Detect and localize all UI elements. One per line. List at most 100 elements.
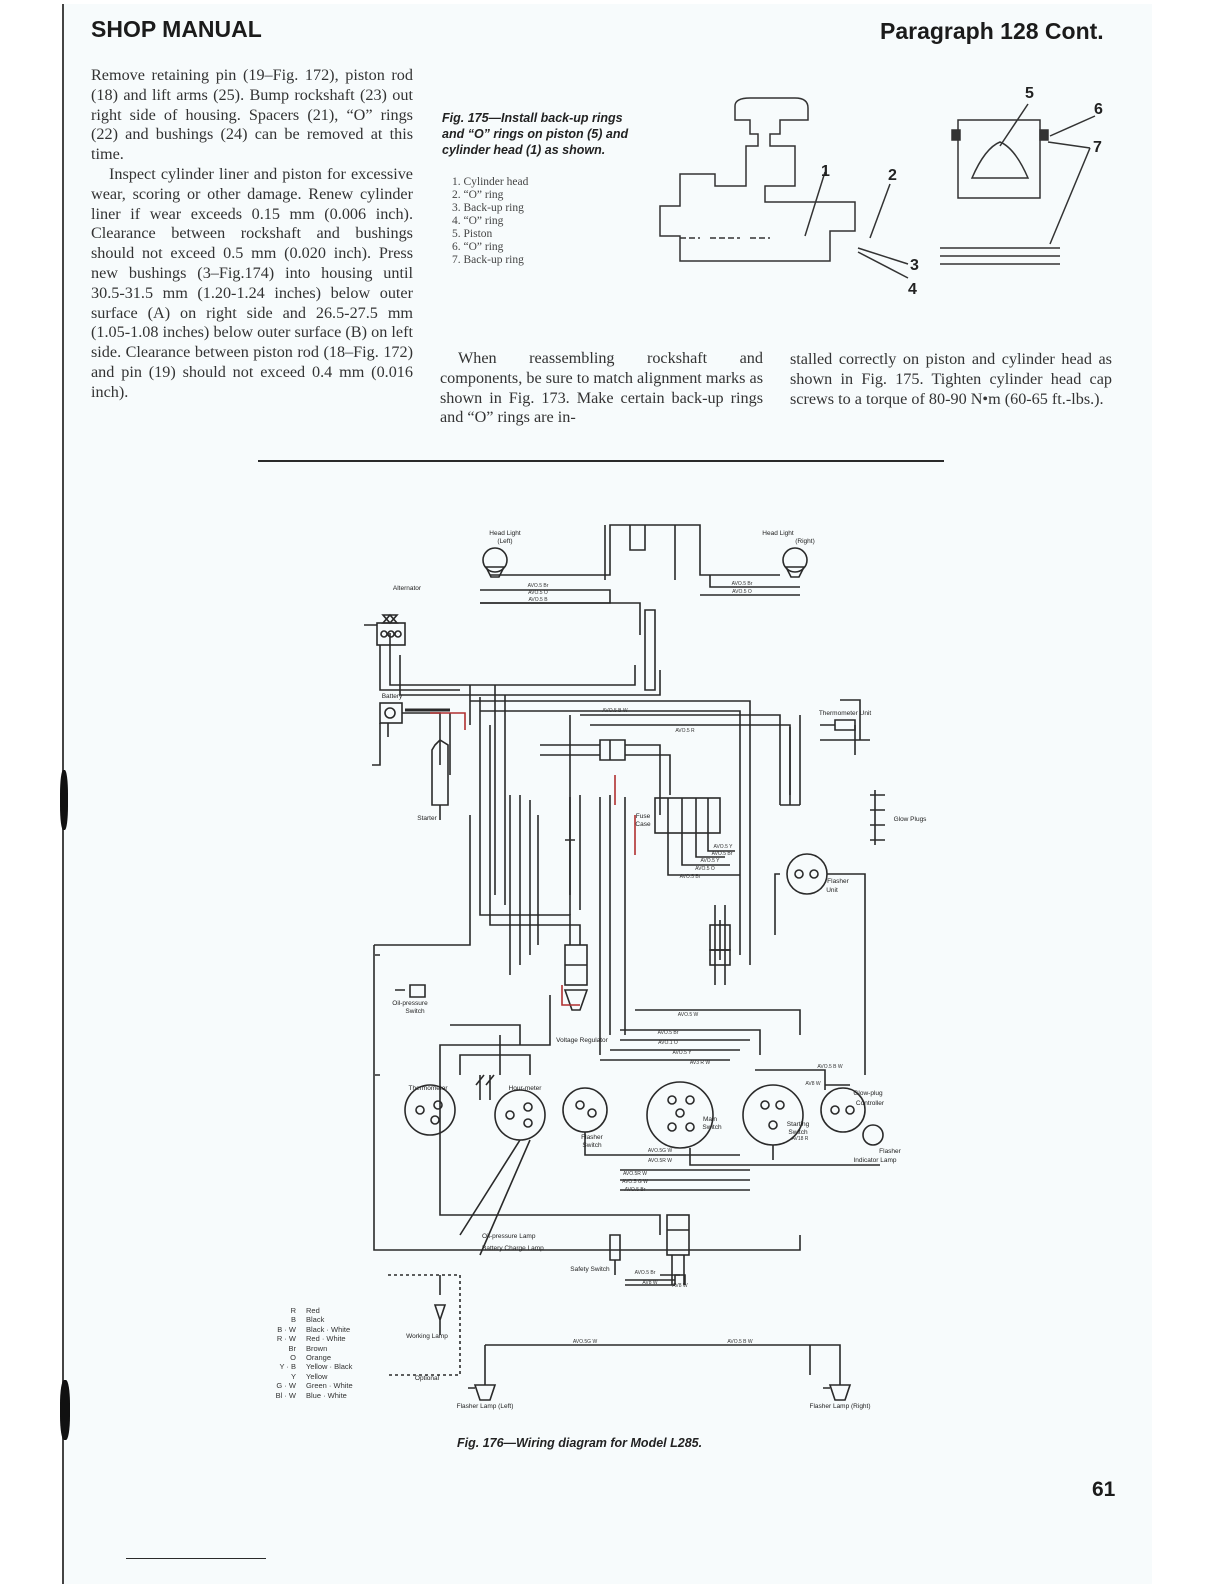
wire-label: AVO.5 R (675, 728, 695, 734)
column-3-text: stalled correctly on piston and cylinder… (790, 350, 1112, 408)
header-right: Paragraph 128 Cont. (880, 18, 1104, 44)
fig176-caption: Fig. 176—Wiring diagram for Model L285. (457, 1436, 703, 1450)
wire-label: AV18 R (792, 1136, 809, 1142)
label-flasher-unit-1: Flasher (827, 878, 850, 885)
callout-2: 2 (888, 167, 897, 184)
fig175-drawing: 1 2 3 4 5 6 7 (659, 85, 1103, 298)
wire-label: AV8 W (672, 1283, 687, 1289)
label-main-switch-2: Switch (702, 1124, 722, 1131)
fig175-caption: Fig. 175—Install back-up rings and “O” r… (442, 111, 629, 157)
label-glow-controller-2: Controller (856, 1100, 885, 1107)
callout-6: 6 (1094, 101, 1103, 118)
legend-item: 2. “O” ring (452, 189, 504, 201)
wire-label: AVO.5 B W (817, 1064, 842, 1070)
label-starter: Starter (417, 815, 437, 822)
label-glow-controller-1: Glow-plug (853, 1090, 883, 1097)
label-optional: Optional (415, 1375, 440, 1382)
paragraph-removal: Remove retaining pin (19–Fig. 172), pist… (91, 66, 413, 164)
label-voltage-regulator: Voltage Regulator (556, 1037, 609, 1044)
label-fuse-case-1: Fuse (636, 813, 651, 820)
wire-label: AVO.5 Br (635, 1270, 656, 1276)
wire-label: AVO.1 O (658, 1040, 678, 1046)
callout-4: 4 (908, 281, 917, 298)
label-flasher-lamp-left: Flasher Lamp (Left) (457, 1403, 514, 1410)
legend-item: 7. Back-up ring (452, 254, 524, 266)
label-flasher-switch-2: Switch (582, 1142, 602, 1149)
wire-label: AVO.5 B W (727, 1339, 752, 1345)
wire-label: AVO.5 O (528, 590, 548, 596)
wire-label: AVO.5 G W (622, 1179, 648, 1185)
paragraph-inspection: Inspect cylinder liner and piston for ex… (91, 164, 413, 401)
wire-label: AVO.5 Y (673, 1050, 693, 1056)
label-headlight-right-2: (Right) (795, 538, 815, 545)
scan-mark (60, 1380, 70, 1440)
wire-label: AVO.5 W (678, 1012, 699, 1018)
callout-3: 3 (910, 257, 919, 274)
label-flasher-indicator-2: Indicator Lamp (854, 1157, 897, 1164)
label-oil-switch-2: Switch (405, 1008, 425, 1015)
column-1-text: Remove retaining pin (19–Fig. 172), pist… (91, 66, 413, 403)
wire-label: AVO.5 B W (602, 708, 627, 714)
wire-label: AVO.5G W (648, 1148, 673, 1154)
label-starting-switch-2: Switch (788, 1129, 808, 1136)
label-alternator: Alternator (393, 585, 422, 592)
label-battery: Battery (382, 693, 403, 700)
callout-7: 7 (1093, 139, 1102, 156)
label-charge-lamp: Battery Charge Lamp (482, 1245, 544, 1252)
label-oil-switch-1: Oil-pressure (392, 1000, 428, 1007)
page-number: 61 (1092, 1478, 1116, 1501)
column-2-text: When reassembling rockshaft and componen… (440, 349, 763, 427)
callout-5: 5 (1025, 85, 1034, 102)
label-headlight-left-1: Head Light (489, 530, 521, 537)
header-left: SHOP MANUAL (91, 16, 262, 42)
label-glow-plugs: Glow Plugs (894, 816, 928, 823)
label-headlight-left-2: (Left) (497, 538, 512, 545)
wire-label: AV8 W (805, 1081, 820, 1087)
wire-label: AVO.5 Br (528, 583, 549, 589)
wire-label: AV8 W (642, 1280, 657, 1286)
wire-label: AVO.5 Br (680, 874, 701, 880)
label-fuse-case-2: Case (635, 821, 651, 828)
wire-label: AVO.5R W (648, 1158, 672, 1164)
wire-label: AV3 R W (690, 1060, 710, 1066)
wire-label: AVO.5 Br (732, 581, 753, 587)
label-starting-switch-1: Starting (787, 1121, 810, 1128)
wire-label: AVO.5 Y (714, 844, 734, 850)
wire-label: AVO.5 Br (658, 1030, 679, 1036)
legend-item: 4. “O” ring (452, 215, 504, 227)
wire-label: AVO.5 Br (625, 1187, 646, 1193)
footer-rule (126, 1558, 266, 1559)
wire-label: AVO.5 O (695, 866, 715, 872)
wire-label: AVO.5 Br (712, 851, 733, 857)
label-main-switch-1: Main (703, 1116, 717, 1123)
label-hour-meter: Hour-meter (509, 1085, 543, 1092)
wire-label: AVO.5 B (528, 597, 548, 603)
wire-label: AVO.5R W (623, 1171, 647, 1177)
wire-label: AVO.5G W (573, 1339, 598, 1345)
legend-item: 6. “O” ring (452, 241, 504, 253)
label-safety-switch: Safety Switch (570, 1266, 610, 1273)
label-thermometer: Thermometer (408, 1085, 448, 1092)
label-flasher-lamp-right: Flasher Lamp (Right) (809, 1403, 870, 1410)
wire-label: AVO.5 O (732, 589, 752, 595)
legend-item: 3. Back-up ring (452, 202, 524, 214)
label-headlight-right-1: Head Light (762, 530, 794, 537)
label-flasher-switch-1: Flasher (581, 1134, 604, 1141)
callout-1: 1 (821, 163, 830, 180)
scan-mark (60, 770, 68, 830)
wire-label: AVO.5 Y (701, 858, 721, 864)
label-working-lamp: Working Lamp (406, 1333, 448, 1340)
wiring-diagram: Head Light (Left) Head Light (Right) Alt… (364, 524, 928, 1410)
label-flasher-unit-2: Unit (826, 887, 838, 894)
manual-page (62, 4, 1152, 1584)
